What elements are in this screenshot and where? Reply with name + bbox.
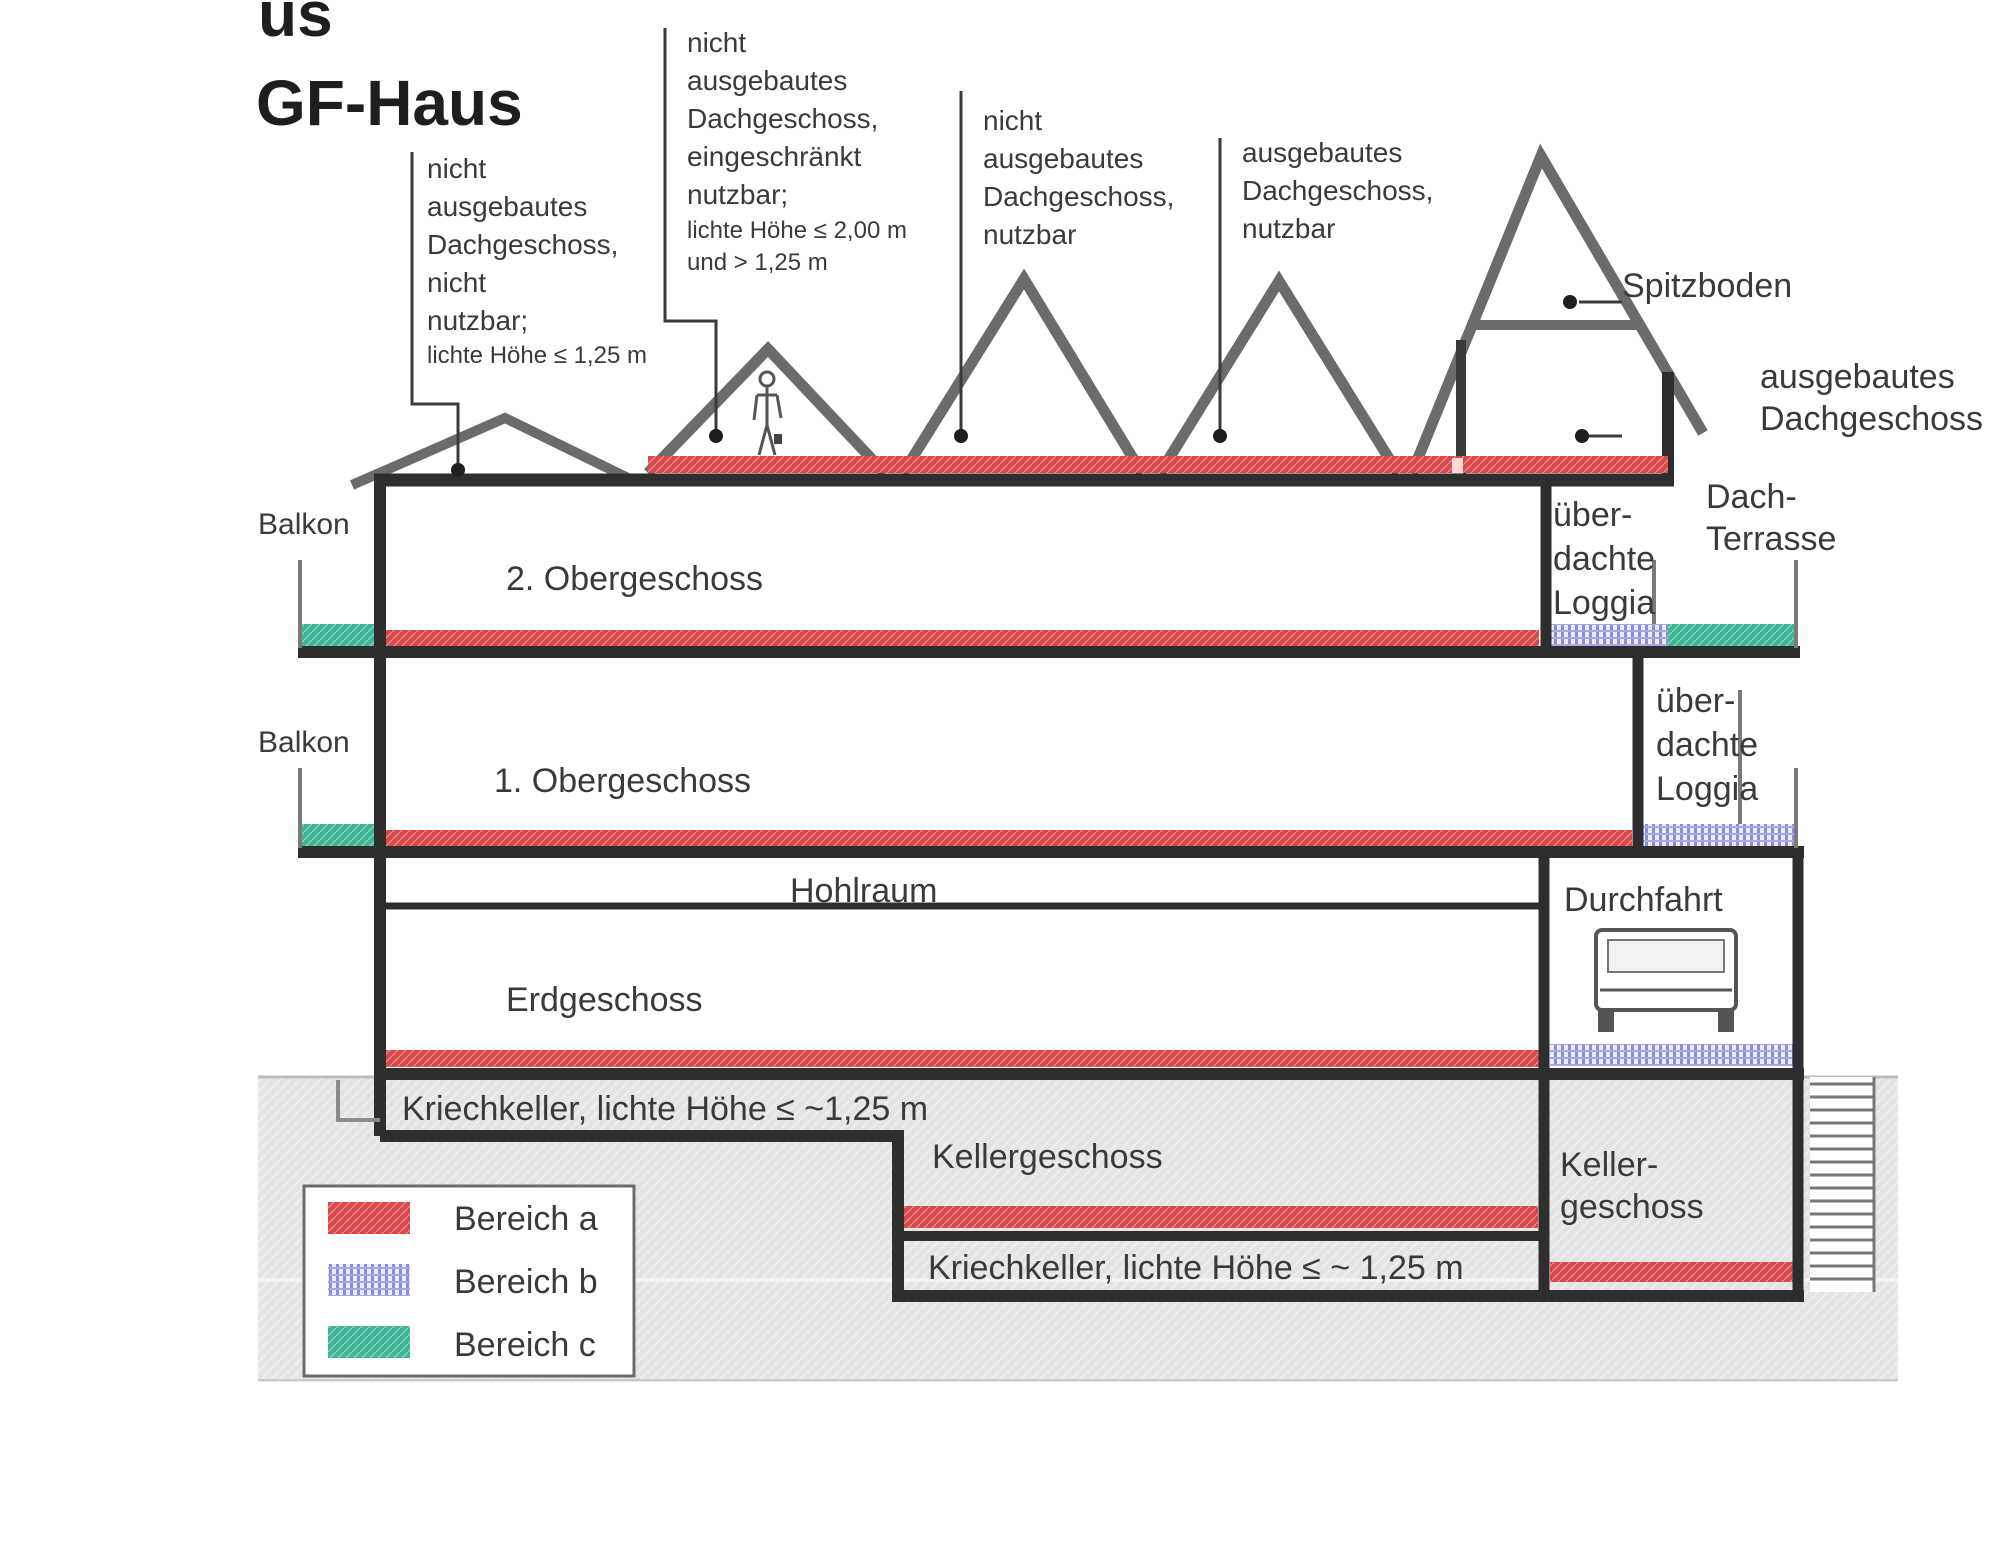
keller-right-bereich-a [1550, 1262, 1796, 1282]
roof-1 [349, 412, 631, 490]
annotation-line: nicht [427, 267, 486, 298]
legend-label-bereich-c: Bereich c [454, 1326, 596, 1364]
annotation-line: nutzbar; [427, 305, 528, 336]
room-hohlraum: Hohlraum [790, 872, 937, 910]
railings [298, 560, 1798, 1122]
annotation-line: Terrasse [1706, 520, 1836, 558]
room-erdgeschoss: Erdgeschoss [506, 981, 703, 1019]
annotation-line: ausgebautes [983, 143, 1143, 174]
roof-2 [644, 341, 890, 477]
annotation-dach-terrasse: Dach- Terrasse [1706, 478, 1836, 558]
room-kellergeschoss: Kellergeschoss [932, 1138, 1163, 1176]
annotation-small: lichte Höhe ≤ 2,00 m [687, 217, 907, 244]
room-durchfahrt: Durchfahrt [1564, 881, 1723, 919]
annotation-line: über- [1656, 682, 1735, 720]
legend-label-bereich-b: Bereich b [454, 1263, 598, 1301]
roof-5 [1406, 143, 1708, 476]
annotation-line: Dachgeschoss [1760, 400, 1983, 438]
room-kriechkeller-1: Kriechkeller, lichte Höhe ≤ ~1,25 m [402, 1090, 928, 1128]
og2-loggia-bereich-b [1550, 624, 1668, 646]
page-title: GF-Haus [256, 67, 523, 139]
room-keller-right-line: Keller- [1560, 1146, 1658, 1184]
annotation-small: und > 1,25 m [687, 249, 828, 276]
exterior-stairs [1810, 1077, 1876, 1292]
annotation-line: Dachgeschoss, [983, 181, 1174, 212]
og1-floor-bereich-a [386, 830, 1632, 847]
building-walls [298, 473, 1804, 1302]
keller-floor-bereich-a [902, 1206, 1538, 1228]
annotation-line: ausgebautes [687, 65, 847, 96]
annotation-roof-2: nicht ausgebautes Dachgeschoss, eingesch… [687, 27, 907, 276]
room-kriechkeller-2: Kriechkeller, lichte Höhe ≤ ~ 1,25 m [928, 1249, 1464, 1287]
annotation-line: über- [1553, 496, 1632, 534]
legend-swatch-bereich-c [328, 1326, 410, 1358]
car-icon [1594, 928, 1738, 1032]
annotation-line: Loggia [1656, 770, 1758, 808]
annotation-line: dachte [1656, 726, 1758, 764]
annotation-line: eingeschränkt [687, 141, 862, 172]
eg-floor-bereich-a [386, 1050, 1539, 1067]
annotation-loggia-og1: über- dachte Loggia [1656, 682, 1758, 808]
annotation-line: ausgebautes [1242, 137, 1402, 168]
annotation-spitzboden: Spitzboden [1622, 267, 1792, 305]
annotation-line: nicht [687, 27, 746, 58]
roof-4 [1155, 270, 1403, 476]
legend-label-bereich-a: Bereich a [454, 1200, 598, 1238]
room-og1: 1. Obergeschoss [494, 762, 751, 800]
annotation-roof-4: ausgebautes Dachgeschoss, nutzbar [1242, 137, 1433, 244]
roof-3 [898, 268, 1147, 476]
annotation-line: ausgebautes [1760, 358, 1955, 396]
room-keller-right-line: geschoss [1560, 1188, 1704, 1226]
annotation-small: lichte Höhe ≤ 1,25 m [427, 342, 647, 369]
og2-balkon-bereich-c [302, 624, 384, 646]
og1-loggia-bereich-b [1643, 824, 1797, 846]
annotation-roof-3: nicht ausgebautes Dachgeschoss, nutzbar [983, 105, 1174, 250]
room-og2: 2. Obergeschoss [506, 560, 763, 598]
label-balkon-og1: Balkon [258, 726, 350, 759]
label-balkon-og2: Balkon [258, 508, 350, 541]
annotation-line: nutzbar [983, 219, 1076, 250]
durchfahrt-bereich-b [1550, 1044, 1796, 1066]
og2-floor-bereich-a [386, 630, 1539, 647]
annotation-line: Dachgeschoss, [1242, 175, 1433, 206]
og2-terrasse-bereich-c [1668, 624, 1796, 646]
annotation-roof-5: ausgebautes Dachgeschoss [1760, 358, 1983, 438]
legend: Bereich a Bereich b Bereich c [302, 1184, 636, 1378]
legend-swatch-bereich-b [328, 1264, 410, 1296]
roof-floor-white-gap [1452, 458, 1463, 475]
annotation-dots [451, 295, 1589, 477]
annotation-line: Dach- [1706, 478, 1797, 516]
annotation-line: dachte [1553, 540, 1655, 578]
annotation-line: nicht [427, 153, 486, 184]
roof-floor-bereich-a [648, 456, 1668, 473]
annotation-line: ausgebautes [427, 191, 587, 222]
title-fragment: us [258, 0, 333, 50]
person-icon [752, 370, 783, 456]
og1-balkon-bereich-c [302, 824, 384, 846]
annotation-line: Dachgeschoss, [687, 103, 878, 134]
legend-swatch-bereich-a [328, 1202, 410, 1234]
annotation-line: Dachgeschoss, [427, 229, 618, 260]
annotation-line: nutzbar; [687, 179, 788, 210]
annotation-line: Loggia [1553, 584, 1655, 622]
annotation-roof-1: nicht ausgebautes Dachgeschoss, nicht nu… [427, 153, 647, 369]
annotation-line: nutzbar [1242, 213, 1335, 244]
annotation-loggia-og2: über- dachte Loggia [1553, 496, 1655, 622]
annotation-line: nicht [983, 105, 1042, 136]
